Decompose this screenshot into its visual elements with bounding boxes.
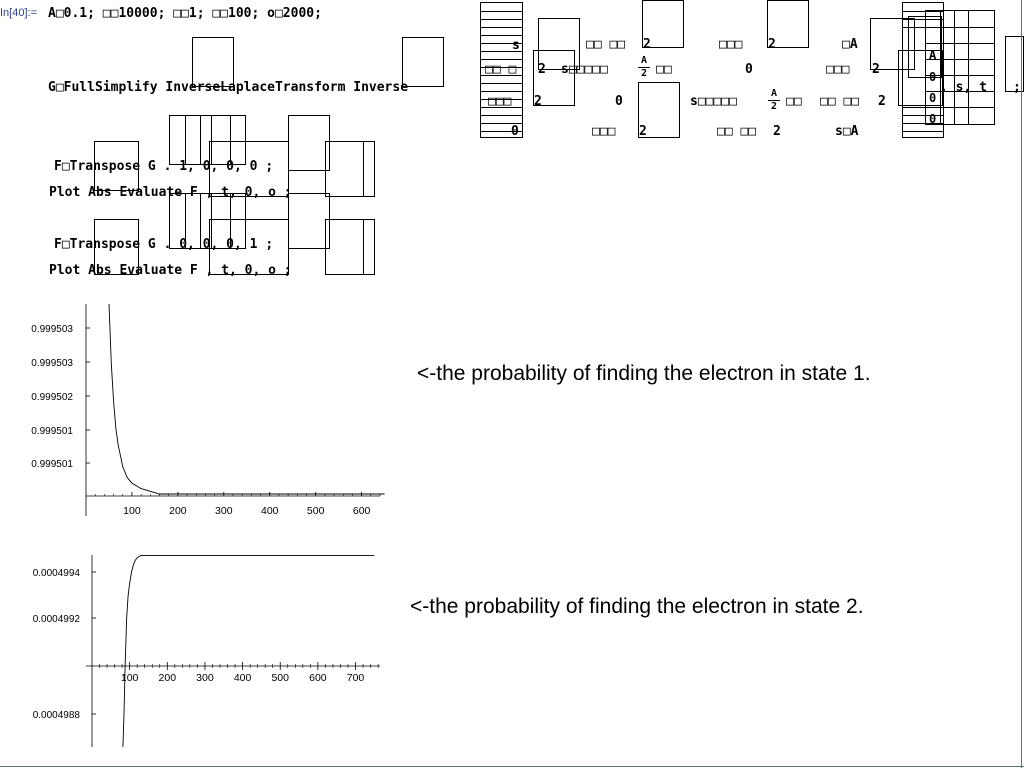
matrix-entry: 2	[643, 37, 651, 52]
y-tick-label: 0.999501	[31, 426, 73, 437]
bracket-box	[185, 193, 201, 249]
bracket-box	[402, 37, 444, 87]
matrix-entry: □□□	[826, 62, 850, 77]
bracket-box	[767, 0, 809, 48]
code-tail-semicolon: ;	[1013, 80, 1021, 95]
y-tick-label: 0.999501	[31, 459, 73, 470]
y-tick-label: 0.999502	[31, 392, 73, 403]
matrix-right-bracket	[902, 2, 944, 138]
matrix-entry: □□ □	[485, 62, 517, 77]
vector-entry: A	[929, 48, 937, 62]
y-tick-label: 0.0004988	[33, 710, 81, 721]
fraction-a-over-2: A 2	[638, 56, 650, 79]
bracket-box	[192, 37, 234, 87]
series-line	[122, 554, 375, 748]
x-tick-label: 600	[309, 672, 327, 684]
matrix-entry: □□	[786, 94, 802, 109]
x-tick-label: 300	[215, 505, 233, 517]
x-tick-label: 200	[159, 672, 177, 684]
matrix-entry: 2	[773, 124, 781, 139]
caption-state2: <-the probability of finding the electro…	[410, 595, 864, 618]
bracket-box	[94, 141, 139, 191]
bracket-box	[898, 50, 943, 106]
matrix-entry: □□□	[592, 124, 616, 139]
bracket-box	[209, 219, 289, 275]
window-edge	[0, 766, 1024, 767]
x-tick-label: 100	[123, 505, 141, 517]
plot-state2[interactable]: 0.0004994 0.0004992 0.0004988 100 200 300 400 5…	[0, 545, 400, 760]
x-tick-label: 400	[234, 672, 252, 684]
matrix-entry: 2	[639, 124, 647, 139]
caption-state1: <-the probability of finding the electro…	[417, 362, 871, 385]
matrix-entry: s□□□□□	[561, 62, 608, 77]
matrix-expression[interactable]: s □□ □□ 2 □□□ 2 □A □□ □ 2 s□□□□□ A 2 □□ …	[460, 0, 1024, 145]
x-tick-label: 400	[261, 505, 279, 517]
matrix-entry: □□□	[488, 94, 512, 109]
bracket-box	[288, 115, 330, 171]
matrix-entry: □□□	[719, 37, 743, 52]
matrix-entry: 2	[534, 94, 542, 109]
fraction-denominator: 2	[640, 68, 648, 79]
bracket-box	[363, 219, 375, 275]
code-tail: , s, t	[940, 80, 987, 95]
bracket-box	[211, 193, 246, 249]
matrix-entry: s□A	[835, 124, 859, 139]
bracket-box	[185, 115, 201, 165]
bracket-box	[533, 50, 575, 106]
bracket-box	[642, 0, 684, 48]
matrix-entry: □A	[842, 37, 858, 52]
matrix-entry: □□ □□	[717, 124, 757, 139]
input-cell-label: In[40]:=	[0, 7, 38, 19]
matrix-entry: 2	[872, 62, 880, 77]
x-tick-label: 100	[121, 672, 139, 684]
bracket-box	[638, 82, 680, 138]
vector-entry: 0	[929, 112, 937, 126]
matrix-entry: 0	[511, 124, 519, 139]
matrix-entry: 0	[615, 94, 623, 109]
x-tick-label: 500	[307, 505, 325, 517]
matrix-entry: 0	[745, 62, 753, 77]
bracket-box	[209, 141, 289, 197]
matrix-entry: 2	[878, 94, 886, 109]
bracket-box	[211, 115, 246, 165]
vector-entry: 0	[929, 91, 937, 105]
matrix-left-bracket	[480, 2, 523, 138]
bracket-box	[363, 141, 375, 197]
y-tick-label: 0.0004992	[33, 614, 81, 625]
matrix-entry: □□	[656, 62, 672, 77]
series-line	[108, 303, 385, 495]
fraction-denominator: 2	[770, 101, 778, 112]
y-tick-label: 0.999503	[31, 324, 73, 335]
vector-entry: 0	[929, 70, 937, 84]
fraction-a-over-2: A 2	[768, 89, 780, 112]
x-tick-label: 600	[353, 505, 371, 517]
matrix-entry: 2	[538, 62, 546, 77]
x-tick-label: 500	[271, 672, 289, 684]
plot-state1[interactable]: 0.999503 0.999503 0.999502 0.999501 0.999501…	[0, 290, 400, 530]
x-tick-label: 300	[196, 672, 214, 684]
column-vector-bracket	[925, 10, 995, 125]
matrix-entry: 2	[768, 37, 776, 52]
fraction-numerator: A	[640, 55, 648, 66]
fraction-numerator: A	[770, 88, 778, 99]
matrix-entry: s	[512, 38, 520, 53]
x-tick-label: 200	[169, 505, 187, 517]
matrix-entry: □□ □□	[820, 94, 860, 109]
matrix-entry: □□ □□	[586, 37, 626, 52]
y-tick-label: 0.999503	[31, 358, 73, 369]
bracket-box	[94, 219, 139, 275]
matrix-entry: s□□□□□	[690, 94, 737, 109]
window-edge	[1021, 0, 1022, 768]
x-tick-label: 700	[347, 672, 365, 684]
code-line-fullsimplify[interactable]: G□FullSimplify InverseLaplaceTransform I…	[48, 80, 409, 95]
code-line-parameters[interactable]: A□0.1; □□10000; □□1; □□100; o□2000;	[48, 6, 322, 21]
bracket-box	[870, 18, 915, 70]
bracket-box	[288, 193, 330, 249]
bracket-box	[538, 18, 580, 70]
y-tick-label: 0.0004994	[33, 568, 81, 579]
